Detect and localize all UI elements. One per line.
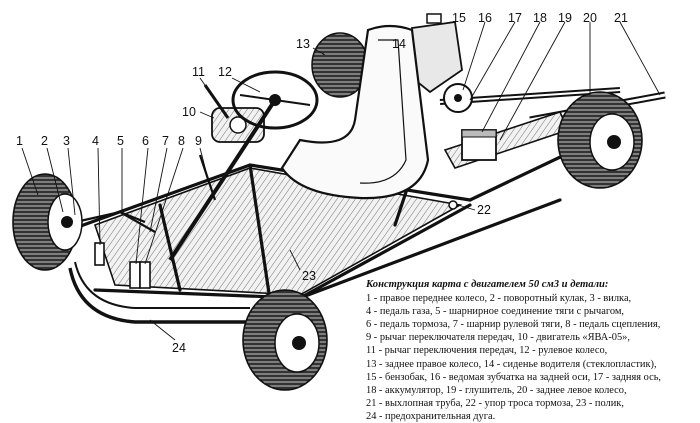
legend-line: 21 - выхлопная труба, 22 - упор троса то… — [366, 397, 624, 409]
front-left-wheel — [242, 289, 328, 391]
legend: Конструкция карта с двигателем 50 см3 и … — [366, 278, 696, 423]
callout-14: 14 — [392, 37, 406, 51]
callout-3: 3 — [63, 134, 70, 148]
fuel-tank — [411, 13, 463, 94]
brake-cable-stop — [448, 200, 458, 210]
legend-line: 9 - рычаг переключателя передач, 10 - дв… — [366, 332, 630, 344]
driver-seat — [280, 24, 430, 200]
callout-16: 16 — [478, 11, 492, 25]
callout-10: 10 — [182, 105, 196, 119]
callout-12: 12 — [218, 65, 232, 79]
pedals — [94, 242, 151, 289]
callout-23: 23 — [302, 269, 316, 283]
legend-title: Конструкция карта с двигателем 50 см3 и … — [366, 279, 609, 290]
callout-5: 5 — [117, 134, 124, 148]
callout-numbers: 1 2 3 4 5 6 7 8 9 10 11 12 13 14 15 16 1… — [16, 11, 628, 355]
callout-7: 7 — [162, 134, 169, 148]
callout-9: 9 — [195, 134, 202, 148]
callout-1: 1 — [16, 134, 23, 148]
legend-line: 24 - предохранительная дуга. — [366, 410, 496, 422]
legend-line: 6 - педаль тормоза, 7 - шарнир рулевой т… — [366, 319, 661, 331]
front-right-wheel — [12, 173, 83, 271]
callout-2: 2 — [41, 134, 48, 148]
legend-line: 15 - бензобак, 16 - ведомая зубчатка на … — [366, 371, 662, 383]
steering-wheel — [231, 70, 319, 130]
shifter-rod — [198, 154, 217, 201]
legend-line: 1 - правое переднее колесо, 2 - поворотн… — [366, 293, 632, 305]
rear-left-wheel — [557, 91, 643, 189]
legend-line: 18 - аккумулятор, 19 - глушитель, 20 - з… — [366, 384, 627, 396]
callout-6: 6 — [142, 134, 149, 148]
callout-8: 8 — [178, 134, 185, 148]
callout-19: 19 — [558, 11, 572, 25]
callout-11: 11 — [192, 65, 205, 79]
legend-line: 13 - заднее правое колесо, 14 - сиденье … — [366, 358, 657, 370]
callout-20: 20 — [583, 11, 597, 25]
callout-4: 4 — [92, 134, 99, 148]
battery — [461, 129, 497, 161]
callout-18: 18 — [533, 11, 547, 25]
callout-15: 15 — [452, 11, 466, 25]
callout-24: 24 — [172, 341, 186, 355]
callout-17: 17 — [508, 11, 522, 25]
leader-lines — [21, 21, 661, 341]
callout-13: 13 — [296, 37, 310, 51]
legend-line: 11 - рычаг переключения передач, 12 - ру… — [366, 345, 608, 357]
gear-shift-lever — [203, 84, 230, 119]
callout-22: 22 — [477, 203, 491, 217]
legend-line: 4 - педаль газа, 5 - шарнирное соединени… — [366, 306, 625, 318]
callout-21: 21 — [614, 11, 628, 25]
rear-sprocket — [443, 83, 473, 113]
